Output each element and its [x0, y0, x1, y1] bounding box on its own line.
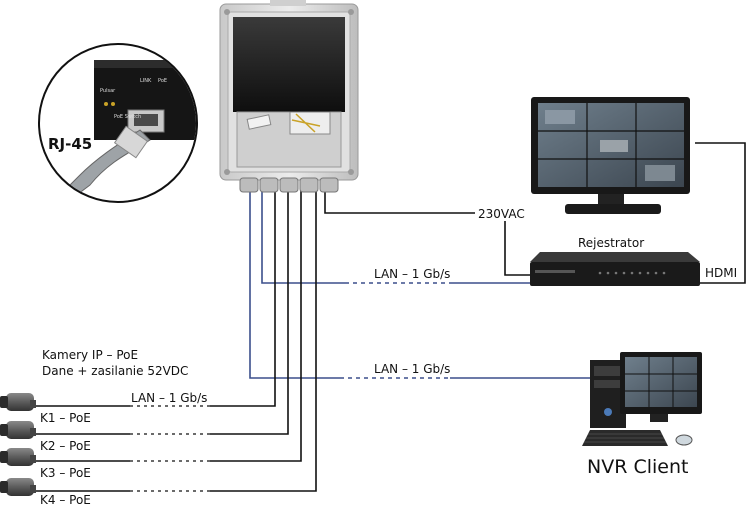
switch-name: PoE Switch [114, 114, 141, 120]
wires [30, 142, 746, 493]
recorder-label: Rejestrator [578, 236, 644, 250]
switch-poe-label: PoE [158, 78, 167, 84]
labels: 230VAC Rejestrator HDMI LAN – 1 Gb/s LAN… [40, 205, 737, 507]
camera-label-2: K2 – PoE [40, 439, 91, 453]
camera-label-3: K3 – PoE [40, 466, 91, 480]
camera-icon [0, 478, 36, 496]
nvr-client-pc: NVR Client [582, 352, 702, 478]
power-cable-to-recorder [504, 212, 530, 276]
cameras-subtitle: Dane + zasilanie 52VDC [42, 364, 188, 378]
lan-cameras-label: LAN – 1 Gb/s [131, 391, 207, 405]
camera-cable-3 [30, 190, 302, 462]
rj45-label: RJ-45 [48, 135, 92, 153]
camera-cable-2 [30, 190, 289, 435]
switch-link-label: LINK [140, 78, 152, 84]
camera-label-1: K1 – PoE [40, 411, 91, 425]
monitor [531, 97, 690, 214]
switch-brand: Pulsar [100, 88, 116, 94]
camera-label-4: K4 – PoE [40, 493, 91, 507]
camera-cable-4 [30, 190, 317, 492]
hdmi-label: HDMI [705, 266, 737, 280]
recorder [530, 252, 700, 286]
cameras-title: Kamery IP – PoE [42, 348, 138, 362]
switch-enclosure [219, 0, 359, 193]
hdmi-cable [695, 142, 746, 284]
client-label: NVR Client [587, 456, 688, 478]
lan-cable-client [249, 190, 590, 379]
cameras [0, 393, 36, 496]
lan-recorder-label: LAN – 1 Gb/s [374, 267, 450, 281]
camera-icon [0, 448, 36, 466]
camera-cable-1 [30, 190, 276, 407]
camera-icon [0, 421, 36, 439]
power-label: 230VAC [478, 207, 525, 221]
rj45-zoom: Pulsar LINK PoE PoE Switch RJ-45 [38, 43, 198, 203]
camera-icon [0, 393, 36, 411]
lan-client-label: LAN – 1 Gb/s [374, 362, 450, 376]
power-cable [324, 190, 475, 214]
